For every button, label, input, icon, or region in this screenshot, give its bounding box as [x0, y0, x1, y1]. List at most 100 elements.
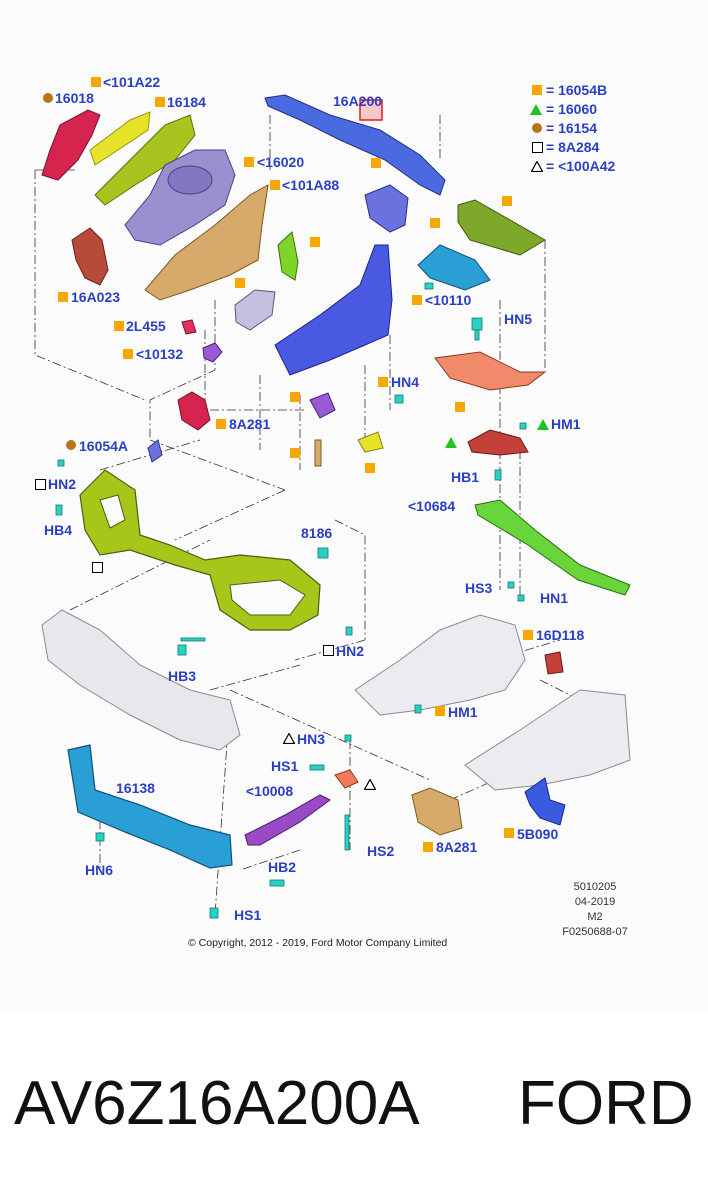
- part-101A88: [144, 184, 269, 301]
- label-10132: <10132: [136, 346, 184, 362]
- part-16A200: [264, 94, 446, 196]
- marker-square: [430, 218, 440, 228]
- label-HB1: HB1: [451, 469, 480, 485]
- marker-square: [365, 463, 375, 473]
- marker-square: [216, 419, 226, 429]
- part-bracket-orange: [334, 769, 359, 789]
- part-gray-bracket: [234, 289, 276, 331]
- marker-square: [155, 97, 165, 107]
- marker-open-square: [92, 562, 103, 573]
- marker-circle: [43, 93, 53, 103]
- legend-circle-icon: [532, 123, 542, 133]
- part-5B090: [524, 777, 566, 826]
- part-wheelhouse-upper: [354, 614, 526, 716]
- reference-line: M2: [587, 911, 603, 923]
- label-HS1-upper: HS1: [271, 758, 299, 774]
- marker-square: [310, 237, 320, 247]
- label-HN1: HN1: [540, 590, 569, 606]
- label-HB3: HB3: [168, 668, 197, 684]
- part-green-small: [277, 231, 299, 281]
- label-10684: <10684: [408, 498, 456, 514]
- label-HS2: HS2: [367, 843, 395, 859]
- legend-text: = 16054B: [546, 82, 608, 98]
- marker-square: [412, 295, 422, 305]
- legend-triangle-icon: [530, 104, 542, 115]
- marker-square: [455, 402, 465, 412]
- legend-text: = 16060: [546, 101, 597, 117]
- exploded-view-illustration: [34, 94, 631, 919]
- part-10132: [202, 342, 223, 363]
- part-8A281-upper: [177, 391, 211, 431]
- marker-square: [504, 828, 514, 838]
- marker-square: [290, 448, 300, 458]
- reference-line: 5010205: [573, 881, 617, 893]
- label-8A281-lower: 8A281: [436, 839, 478, 855]
- part-bracket-purple: [364, 184, 409, 233]
- label-2L455: 2L455: [126, 318, 166, 334]
- part-bracket-teal: [417, 244, 491, 291]
- label-8A281-upper: 8A281: [229, 416, 271, 432]
- marker-circle: [66, 440, 76, 450]
- part-10008: [244, 794, 331, 846]
- part-16184: [94, 114, 196, 206]
- part-bracket-green: [457, 199, 546, 256]
- part-16A023: [71, 227, 109, 286]
- label-HS3: HS3: [465, 580, 493, 596]
- marker-square: [123, 349, 133, 359]
- marker-open-square: [323, 645, 334, 656]
- part-16020: [124, 149, 236, 246]
- part-101A22: [89, 111, 151, 166]
- marker-square: [58, 292, 68, 302]
- marker-square: [435, 706, 445, 716]
- label-8186: 8186: [301, 525, 333, 541]
- marker-triangle: [445, 437, 457, 448]
- label-HN5: HN5: [504, 311, 533, 327]
- parts-diagram: 16018 <101A22 16184 16A200 <16020 <101A8…: [34, 74, 635, 949]
- label-16184: 16184: [167, 94, 206, 110]
- reference-block: 5010205 04-2019 M2 F0250688-07: [555, 880, 635, 940]
- label-HN4: HN4: [391, 374, 420, 390]
- part-16138: [67, 744, 233, 869]
- label-HN3: HN3: [297, 731, 326, 747]
- label-HN6: HN6: [85, 862, 114, 878]
- label-HM1-upper: HM1: [551, 416, 581, 432]
- part-16018: [41, 109, 101, 181]
- part-bumper-beam: [41, 609, 241, 751]
- marker-square: [290, 392, 300, 402]
- part-red-bracket: [467, 429, 529, 456]
- marker-square: [114, 321, 124, 331]
- reference-line: F0250688-07: [562, 926, 628, 938]
- marker-open-triangle: [283, 733, 295, 744]
- copyright-notice: © Copyright, 2012 - 2019, Ford Motor Com…: [188, 937, 448, 949]
- legend-text: = 8A284: [546, 139, 600, 155]
- label-HN2-left: HN2: [48, 476, 77, 492]
- marker-square: [91, 77, 101, 87]
- label-16020: <16020: [257, 154, 305, 170]
- label-101A22: <101A22: [103, 74, 161, 90]
- marker-square: [423, 842, 433, 852]
- part-wheelhouse-lower: [464, 689, 631, 791]
- label-HS1-lower: HS1: [234, 907, 262, 923]
- label-HB4: HB4: [44, 522, 73, 538]
- label-16138: 16138: [116, 780, 155, 796]
- legend-text: = 16154: [546, 120, 597, 136]
- marker-open-triangle: [364, 779, 376, 790]
- marker-square: [371, 158, 381, 168]
- marker-square: [523, 630, 533, 640]
- marker-square: [270, 180, 280, 190]
- part-salmon-bracket: [434, 351, 547, 391]
- part-number: AV6Z16A200A: [14, 1069, 420, 1138]
- brand-name: FORD: [518, 1069, 694, 1138]
- part-10110: [274, 244, 393, 376]
- marker-square: [235, 278, 245, 288]
- legend-open-square-icon: [532, 142, 543, 153]
- reference-line: 04-2019: [574, 896, 616, 908]
- part-small-brackets: [147, 392, 384, 467]
- marker-triangle: [537, 419, 549, 430]
- label-5B090: 5B090: [517, 826, 559, 842]
- label-101A88: <101A88: [282, 177, 340, 193]
- part-16D118: [544, 651, 564, 675]
- fasteners: [55, 282, 527, 919]
- part-10684: [474, 499, 631, 596]
- part-8A281-lower: [411, 787, 463, 836]
